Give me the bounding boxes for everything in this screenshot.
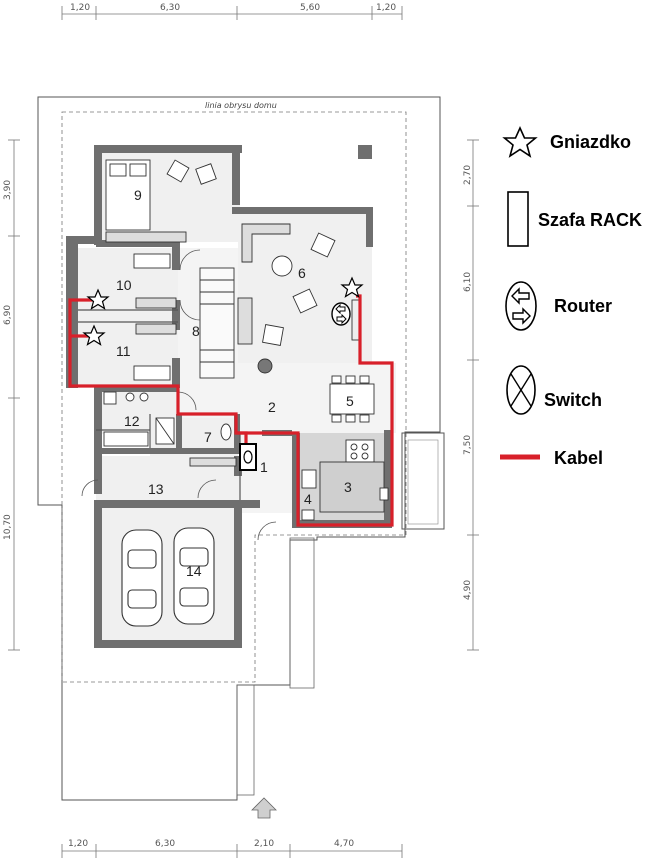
room-number-9: 9 [134,187,142,203]
left-dimension-line [8,139,20,651]
legend-label-switch: Switch [544,390,602,410]
entrance-arrow-icon [251,797,277,819]
car-icon [173,527,215,625]
dim-right-3: 7,50 [463,435,473,455]
car-icon [121,529,163,627]
dim-left-1: 3,90 [3,180,13,200]
room-number-13: 13 [148,481,164,497]
rack-icon [507,191,529,247]
top-dimension-line [61,6,403,20]
legend-label-socket: Gniazdko [550,132,631,152]
right-dimension-line [467,139,479,651]
chimney [358,145,372,159]
star-icon [86,288,110,310]
switch-icon [506,365,536,415]
star-icon [502,126,538,158]
dim-bottom-2: 6,30 [155,839,175,849]
room-number-12: 12 [124,413,140,429]
dim-bottom-3: 2,10 [254,839,274,849]
room-number-4: 4 [304,491,312,507]
room-number-3: 3 [344,479,352,495]
walls [66,145,392,648]
dim-right-4: 4,90 [463,580,473,600]
dim-right-2: 6,10 [463,272,473,292]
dim-top-2: 6,30 [160,3,180,13]
dim-bottom-4: 4,70 [334,839,354,849]
legend-label-router: Router [554,296,612,316]
router-icon [505,281,537,331]
dim-top-4: 1,20 [376,3,396,13]
dim-top-1: 1,20 [70,3,90,13]
room-number-11: 11 [116,343,131,359]
legend-label-cable: Kabel [554,448,603,468]
dim-top-3: 5,60 [300,3,320,13]
terrace-right-inner [407,439,439,525]
room-number-5: 5 [346,393,354,409]
entrance-path [289,537,315,689]
legend-label-rack: Szafa RACK [538,210,642,230]
dim-right-1: 2,70 [463,165,473,185]
room-number-2: 2 [268,399,276,415]
room-number-8: 8 [192,323,200,339]
legend: Gniazdko Szafa RACK Router Switch Kabel [500,126,642,468]
house-outline-dashed [61,111,407,683]
dim-left-2: 6,90 [3,305,13,325]
rack-icon [239,443,257,471]
terrace-right [401,432,445,530]
floors [76,150,396,646]
bottom-dimension-line [61,844,403,858]
room-number-1: 1 [260,459,268,475]
star-icon [82,324,106,346]
room-number-7: 7 [204,429,212,445]
dim-bottom-1: 1,20 [68,839,88,849]
star-icon [340,276,364,298]
door-arcs [81,249,277,541]
room-number-10: 10 [116,277,132,293]
furniture [103,159,389,521]
dim-left-3: 10,70 [3,514,13,540]
router-icon [331,302,351,326]
room-number-14: 14 [186,563,202,579]
terrace-bottom [236,684,255,796]
room-number-6: 6 [298,265,306,281]
house-outline-label: linia obrysu domu [205,101,277,110]
